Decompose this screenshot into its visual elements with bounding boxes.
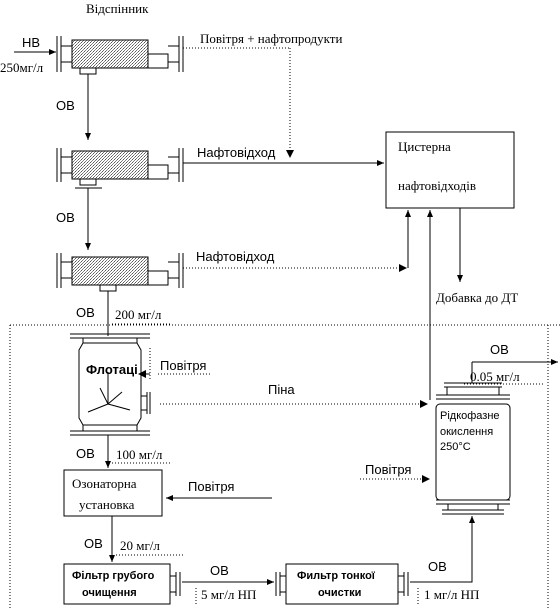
concentration-1: 1 мг/л НП xyxy=(424,587,479,602)
coarse-filter-label-line1: Фільтр грубого xyxy=(72,570,155,582)
settler-3 xyxy=(56,253,184,292)
coarse-filter-label-line2: очищення xyxy=(82,587,137,599)
ov-label-5: ОВ xyxy=(84,536,103,551)
ov-label-7: ОВ xyxy=(428,559,447,574)
concentration-20: 20 мг/л xyxy=(120,538,160,553)
diesel-additive-label: Добавка до ДТ xyxy=(436,290,518,305)
tank-label-line2: нафтовідходів xyxy=(398,178,476,193)
fine-filter-label-line1: Фильтр тонкої xyxy=(297,570,376,582)
ozonator-label-line2: установка xyxy=(79,497,135,512)
oxidation-label-line3: 250°C xyxy=(440,441,471,453)
inlet-concentration: 250мг/л xyxy=(0,60,44,75)
oil-waste-tank xyxy=(385,131,515,209)
settler-1 xyxy=(56,36,184,75)
foam-label: Піна xyxy=(268,382,295,397)
ov-output-label: ОВ xyxy=(490,342,509,357)
ov-label-2: ОВ xyxy=(56,210,75,225)
air-flotation-box xyxy=(156,357,212,373)
fine-filter xyxy=(275,563,409,605)
inlet-label: НВ xyxy=(22,35,40,50)
tank-label-line1: Цистерна xyxy=(398,139,451,154)
flotation-unit xyxy=(70,333,151,436)
fine-filter-label-line2: очистки xyxy=(318,587,361,599)
ozonator-label-line1: Озонаторна xyxy=(72,476,137,491)
air-oxidation-label: Повітря xyxy=(365,462,411,477)
air-ozonator-label: Повітря xyxy=(188,479,234,494)
settler-2 xyxy=(56,148,184,189)
concentration-005: 0.05 мг/л xyxy=(470,369,520,384)
air-oil-products-label: Повітря + нафтопродукти xyxy=(200,31,342,46)
oxidation-label-line1: Рідкофазне xyxy=(440,410,500,422)
coarse-filter xyxy=(63,563,181,605)
ov-label-6: ОВ xyxy=(210,563,229,578)
oxidation-reactor xyxy=(435,382,511,515)
concentration-100: 100 мг/л xyxy=(116,447,163,462)
flotation-label: Флотаці xyxy=(86,362,138,377)
oil-waste-label-2: Нафтовідход xyxy=(196,249,275,264)
ozonator-unit xyxy=(63,469,163,517)
oil-waste-label-1: Нафтовідход xyxy=(197,145,276,160)
air-flotation-label: Повітря xyxy=(160,358,206,373)
settler-title: Відспінник xyxy=(86,1,149,16)
ov-label-4: ОВ xyxy=(76,446,95,461)
concentration-5: 5 мг/л НП xyxy=(201,587,256,602)
ov-label-1: ОВ xyxy=(56,98,75,113)
oxidation-label-line2: окислення xyxy=(440,426,493,438)
ov-label-3: ОВ xyxy=(76,305,95,320)
concentration-200: 200 мг/л xyxy=(115,307,162,322)
